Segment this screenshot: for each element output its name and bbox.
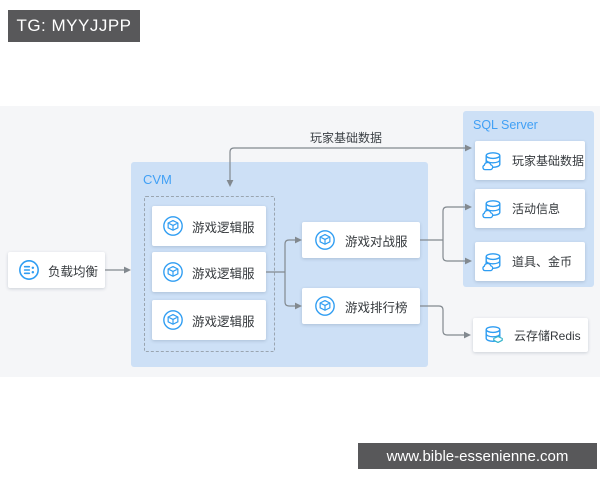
database-layers-icon: [482, 323, 506, 347]
cvm-icon: [162, 309, 184, 331]
logic-server-node-3: 游戏逻辑服: [152, 300, 266, 340]
logic-server-label: 游戏逻辑服: [192, 220, 255, 235]
database-cloud-icon: [481, 250, 505, 274]
sql-db-node-activity-info: 活动信息: [475, 189, 585, 228]
sql-db-node-player-data: 玩家基础数据: [475, 141, 585, 180]
watermark-url: www.bible-essenienne.com: [358, 443, 597, 469]
logic-server-node-2: 游戏逻辑服: [152, 252, 266, 292]
tg-badge: TG: MYYJJPP: [8, 10, 140, 42]
cvm-icon: [314, 295, 336, 317]
cvm-icon: [162, 261, 184, 283]
sql-db-node-items-coins: 道具、金币: [475, 242, 585, 281]
flow-label-player-data: 玩家基础数据: [309, 131, 382, 145]
battle-server-node: 游戏对战服: [302, 222, 420, 258]
redis-node: 云存储Redis: [473, 318, 588, 352]
logic-server-cluster-outline: [144, 196, 275, 352]
cvm-group-title: CVM: [143, 172, 172, 187]
logic-server-node-1: 游戏逻辑服: [152, 206, 266, 246]
cvm-icon: [314, 229, 336, 251]
sql-db-label: 道具、金币: [512, 255, 573, 269]
logic-server-label: 游戏逻辑服: [192, 314, 255, 329]
logic-server-label: 游戏逻辑服: [192, 266, 255, 281]
load-balancer-node: 负载均衡: [8, 252, 105, 288]
cvm-icon: [162, 215, 184, 237]
sql-db-label: 活动信息: [512, 202, 561, 216]
database-cloud-icon: [481, 149, 505, 173]
database-cloud-icon: [481, 197, 505, 221]
battle-server-label: 游戏对战服: [345, 234, 408, 249]
sql-server-group-title: SQL Server: [473, 118, 538, 132]
clb-icon: [18, 259, 40, 281]
leaderboard-label: 游戏排行榜: [345, 300, 408, 315]
redis-label: 云存储Redis: [514, 328, 581, 343]
load-balancer-label: 负载均衡: [48, 264, 99, 279]
sql-db-label: 玩家基础数据: [512, 154, 585, 168]
leaderboard-node: 游戏排行榜: [302, 288, 420, 324]
